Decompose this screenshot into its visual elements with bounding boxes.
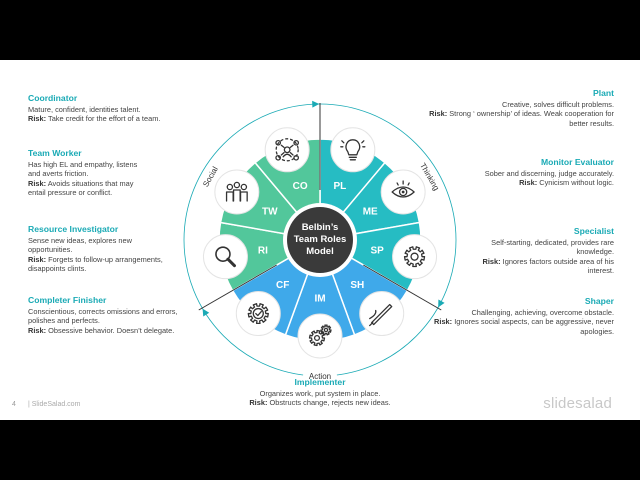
role-desc: Sense new ideas, explores new opportunit… xyxy=(28,236,132,255)
risk-text: Cynicism without logic. xyxy=(539,178,614,188)
role-title: Team Worker xyxy=(28,148,82,158)
segment-label: RI xyxy=(258,246,268,257)
role-title: Plant xyxy=(592,88,614,98)
action-label-bg xyxy=(303,369,337,383)
gear-icon xyxy=(392,234,438,280)
segment-label: SP xyxy=(370,246,384,257)
center-circle xyxy=(287,207,353,273)
role-desc: Organizes work, put system in place. xyxy=(259,389,381,398)
segment-label: SH xyxy=(350,280,364,291)
risk-text: Ignores social aspects, can be aggressiv… xyxy=(454,317,614,336)
divider-left xyxy=(198,264,277,311)
role-title: Completer Finisher xyxy=(28,295,107,305)
role-implementer: Implementer Organizes work, put system i… xyxy=(205,377,435,408)
role-completer-finisher: Completer Finisher Conscientious, correc… xyxy=(28,295,193,335)
brand-logo: slidesalad xyxy=(543,395,612,412)
risk-label: Risk: xyxy=(28,114,47,124)
role-title: Coordinator xyxy=(28,93,78,103)
risk-text: Take credit for the effort of a team. xyxy=(48,114,161,124)
role-resource-investigator: Resource Investigator Sense new ideas, e… xyxy=(28,224,178,274)
footer-site: | SlideSalad.com xyxy=(28,401,81,408)
segment-label: CF xyxy=(276,280,289,291)
center-title-line3: Model xyxy=(306,246,333,257)
role-desc: Sober and discerning, judge accurately. xyxy=(484,169,614,178)
role-monitor-evaluator: Monitor Evaluator Sober and discerning, … xyxy=(439,157,614,188)
role-desc: Mature, confident, identities talent. xyxy=(28,105,141,114)
role-coordinator: Coordinator Mature, confident, identitie… xyxy=(28,93,188,124)
risk-label: Risk: xyxy=(28,178,47,188)
role-title: Resource Investigator xyxy=(28,224,119,234)
segment-label: PL xyxy=(333,181,346,192)
role-plant: Plant Creative, solves difficult problem… xyxy=(419,88,614,128)
magnifier-icon xyxy=(202,234,248,280)
arrow-left xyxy=(202,308,210,317)
arrow-right xyxy=(438,299,445,308)
gear-check-icon xyxy=(235,291,281,337)
section-label-action: Action xyxy=(309,372,331,381)
divider-right xyxy=(363,264,442,311)
role-desc: Creative, solves difficult problems. xyxy=(502,100,614,109)
role-title: Shaper xyxy=(584,296,614,306)
center-title-line1: Belbin’s xyxy=(302,222,339,233)
risk-label: Risk: xyxy=(28,254,47,264)
risk-text: Ignores factors outside area of his inte… xyxy=(502,256,614,276)
role-desc: Has high EL and empathy, listens and ave… xyxy=(28,160,138,179)
role-specialist: Specialist Self-starting, dedicated, pro… xyxy=(464,226,614,276)
role-desc: Self-starting, dedicated, provides rare … xyxy=(491,238,614,257)
role-shaper: Shaper Challenging, achieving, overcome … xyxy=(429,296,614,336)
role-title: Monitor Evaluator xyxy=(540,157,614,167)
risk-text: Avoids situations that may entail pressu… xyxy=(28,178,134,198)
page-number: 4 xyxy=(12,401,16,408)
segment-label: TW xyxy=(262,207,278,218)
segment-label: ME xyxy=(363,207,378,218)
segment-label: CO xyxy=(293,181,308,192)
team-icon xyxy=(214,169,260,215)
gears-icon xyxy=(297,313,343,359)
segment-label: IM xyxy=(314,294,325,305)
risk-label: Risk: xyxy=(249,398,268,408)
lightbulb-icon xyxy=(330,127,376,173)
role-title: Specialist xyxy=(573,226,614,236)
risk-label: Risk: xyxy=(434,317,453,327)
network-people-icon xyxy=(264,127,310,173)
role-title: Implementer xyxy=(294,377,346,387)
risk-label: Risk: xyxy=(28,325,47,335)
risk-label: Risk: xyxy=(482,256,501,266)
risk-label: Risk: xyxy=(519,178,538,188)
risk-text: Obstructs change, rejects new ideas. xyxy=(269,398,391,408)
risk-text: Strong ‘ ownership’ of ideas. Weak coope… xyxy=(449,109,614,128)
risk-text: Obsessive behavior. Doesn’t delegate. xyxy=(48,325,175,335)
arrow-top xyxy=(312,100,320,108)
eye-icon xyxy=(380,169,426,215)
role-desc: Challenging, achieving, overcome obstacl… xyxy=(471,308,614,317)
role-desc: Conscientious, corrects omissions and er… xyxy=(28,307,178,326)
center-title-line2: Team Roles xyxy=(294,234,347,245)
role-team-worker: Team Worker Has high EL and empathy, lis… xyxy=(28,148,143,198)
risk-label: Risk: xyxy=(429,109,448,119)
pen-icon xyxy=(359,291,405,337)
risk-text: Forgets to follow-up arrangements, disap… xyxy=(28,254,163,274)
